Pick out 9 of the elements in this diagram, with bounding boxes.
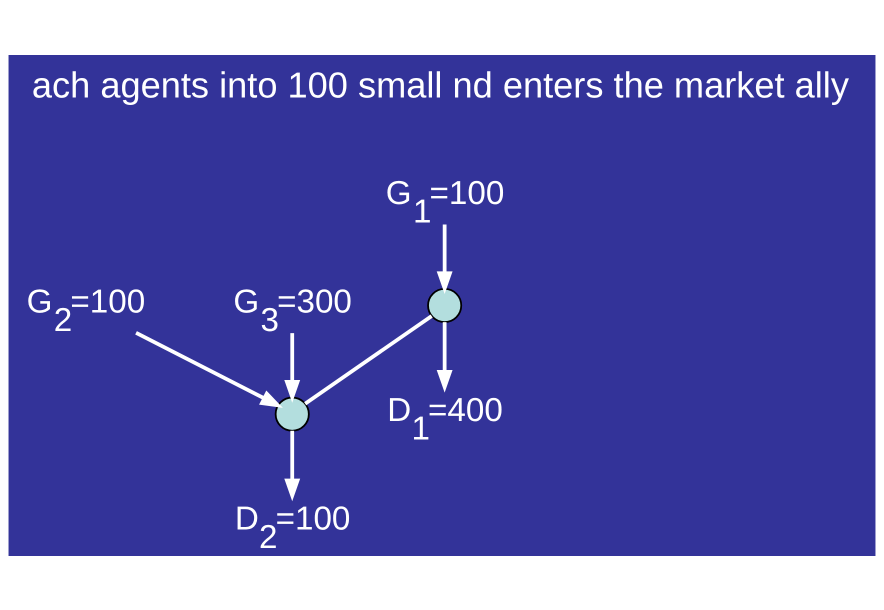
arrow xyxy=(436,224,453,294)
arrow xyxy=(284,332,300,402)
node-circle xyxy=(427,288,462,322)
arrow xyxy=(436,322,453,392)
node-circle xyxy=(274,396,310,432)
arrow xyxy=(284,430,300,501)
arrow xyxy=(135,330,283,408)
connector xyxy=(304,314,433,405)
label: ach agents into 100 small nd enters the market ally xyxy=(32,64,849,106)
